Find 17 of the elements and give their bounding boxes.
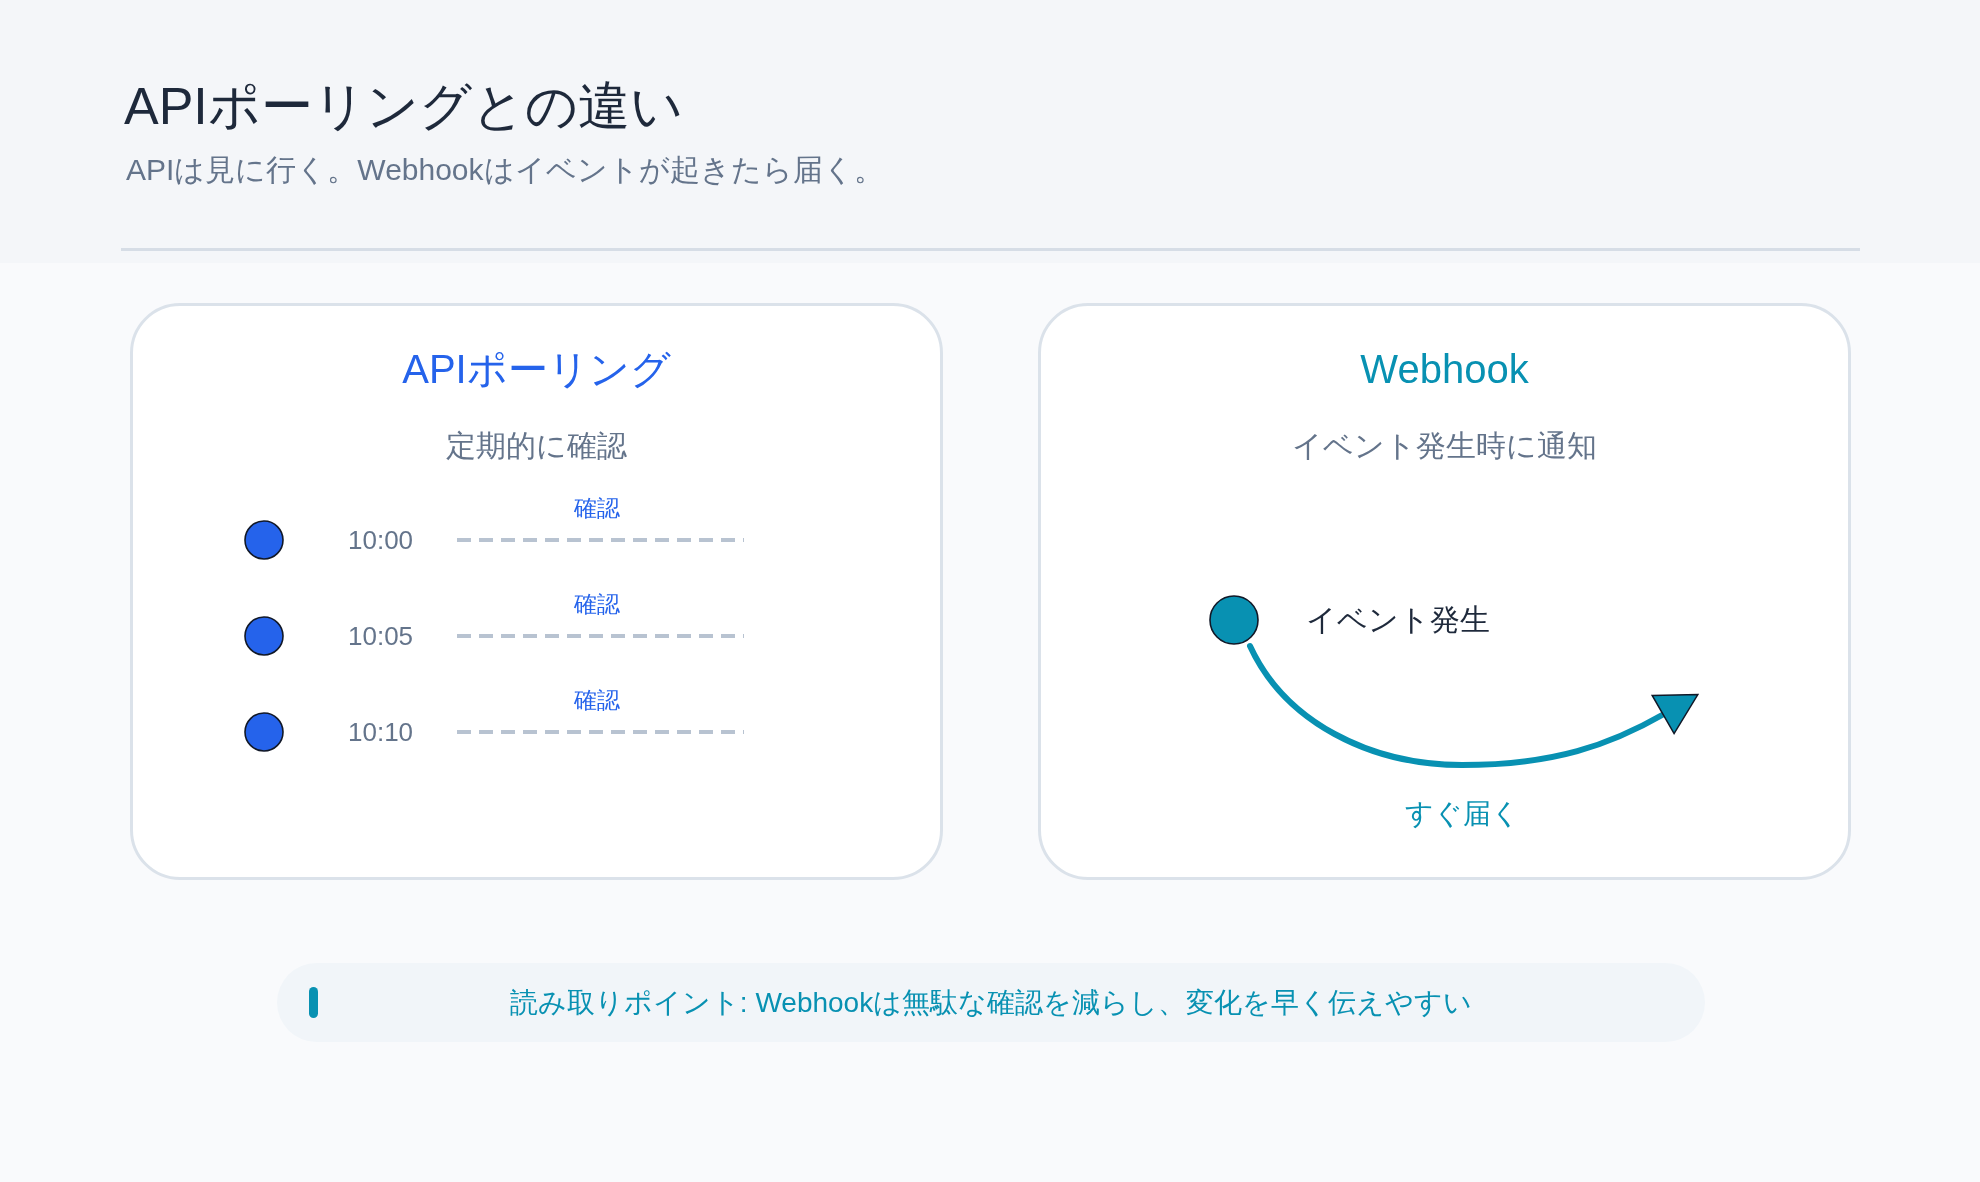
card-subtitle: 定期的に確認 xyxy=(446,428,627,464)
title: APIポーリングとの違い xyxy=(124,76,683,137)
time-label: 10:00 xyxy=(348,523,414,557)
card-heading: APIポーリング xyxy=(402,346,671,393)
time-label: 10:05 xyxy=(348,619,414,653)
dashed-line xyxy=(457,730,744,734)
card-heading: Webhook xyxy=(1360,346,1529,393)
subtitle: APIは見に行く。Webhookはイベントが起きたら届く。 xyxy=(126,152,884,188)
card-subtitle: イベント発生時に通知 xyxy=(1292,428,1597,464)
note-text: 読み取りポイント: Webhookは無駄な確認を減らし、変化を早く伝えやすい xyxy=(509,986,1473,1020)
event-label: イベント発生 xyxy=(1306,602,1490,639)
card-panel xyxy=(1038,303,1851,880)
curved-arrow xyxy=(1247,643,1699,768)
card-panel xyxy=(130,303,943,880)
dashed-line xyxy=(457,634,744,638)
dashed-line xyxy=(457,538,744,542)
time-label: 10:10 xyxy=(348,715,414,749)
